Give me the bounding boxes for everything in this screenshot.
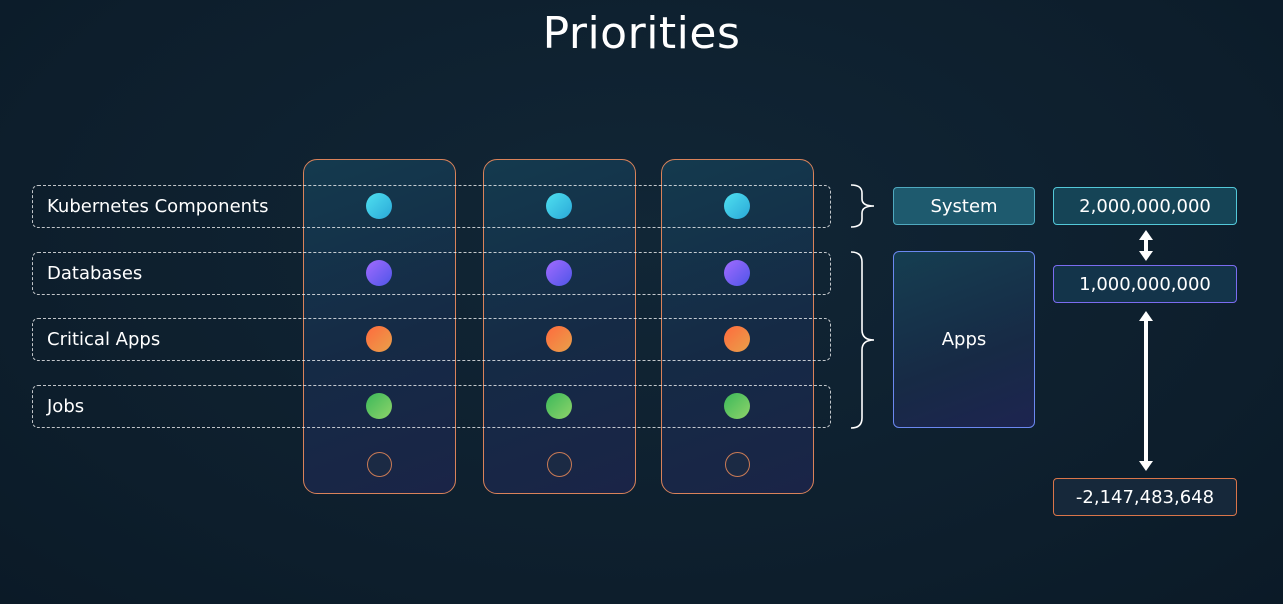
pod-kubernetes-dot: [546, 193, 572, 219]
apps-class-box: Apps: [893, 251, 1035, 428]
pod-database-dot: [724, 260, 750, 286]
row-label: Kubernetes Components: [47, 196, 269, 217]
row-label: Critical Apps: [47, 329, 161, 350]
system-brace: [850, 184, 875, 228]
row-label: Jobs: [47, 396, 85, 417]
empty-slot-dot: [367, 452, 392, 477]
pod-database-dot: [546, 260, 572, 286]
arrow-mid-low: [1139, 311, 1153, 471]
row-critical-apps: Critical Apps: [32, 318, 831, 361]
pod-job-dot: [724, 393, 750, 419]
empty-slot-dot: [547, 452, 572, 477]
row-label: Databases: [47, 263, 143, 284]
pod-critical-app-dot: [724, 326, 750, 352]
pod-kubernetes-dot: [366, 193, 392, 219]
priority-value-low: -2,147,483,648: [1053, 478, 1237, 516]
pod-job-dot: [366, 393, 392, 419]
pod-job-dot: [546, 393, 572, 419]
pod-critical-app-dot: [366, 326, 392, 352]
system-class-box: System: [893, 187, 1035, 225]
pod-critical-app-dot: [546, 326, 572, 352]
row-jobs: Jobs: [32, 385, 831, 428]
pod-kubernetes-dot: [724, 193, 750, 219]
priority-value-high: 2,000,000,000: [1053, 187, 1237, 225]
priority-value-mid: 1,000,000,000: [1053, 265, 1237, 303]
row-kubernetes-components: Kubernetes Components: [32, 185, 831, 228]
apps-brace: [850, 251, 875, 429]
page-title: Priorities: [542, 8, 741, 59]
pod-database-dot: [366, 260, 392, 286]
arrow-high-mid: [1139, 230, 1153, 261]
empty-slot-dot: [725, 452, 750, 477]
row-databases: Databases: [32, 252, 831, 295]
